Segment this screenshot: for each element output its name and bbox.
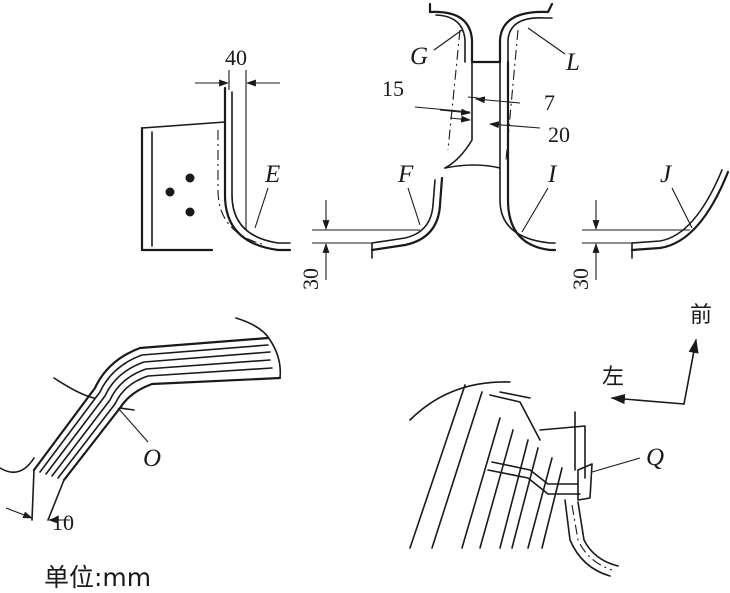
label-o: O — [143, 445, 161, 472]
rail-profile-e — [223, 86, 292, 252]
label-f: F — [397, 161, 414, 188]
section-e: 40 E — [140, 45, 292, 252]
bent-rail-outer — [32, 336, 270, 472]
dimension-20: 20 — [548, 122, 570, 147]
rail-profile-f — [370, 176, 444, 252]
dimension-15: 15 — [382, 76, 404, 101]
rail-profile-j — [630, 170, 730, 252]
left-arrow — [610, 394, 685, 405]
front-arrow — [683, 338, 699, 405]
dimension-40: 40 — [225, 45, 247, 70]
dimension-10: 10 — [52, 510, 74, 535]
section-center: 15 7 20 G L I — [382, 2, 580, 252]
dimension-30-left: 30 — [298, 268, 323, 290]
label-e: E — [264, 161, 280, 188]
label-i: I — [547, 161, 558, 188]
bolt-hole — [185, 207, 195, 217]
dimension-30-right: 30 — [568, 268, 593, 290]
unit-note: 单位:mm — [44, 563, 151, 592]
bolt-hole — [185, 173, 195, 183]
section-j: 30 J — [568, 161, 730, 290]
label-l: L — [565, 49, 580, 76]
panel-arc — [409, 381, 511, 421]
label-front: 前 — [690, 303, 712, 328]
section-f: 30 F — [298, 161, 444, 290]
top-profile — [428, 2, 554, 64]
section-q: Q — [409, 381, 664, 577]
direction-indicator: 前 左 — [602, 303, 712, 405]
dimension-7: 7 — [544, 90, 555, 115]
label-q: Q — [646, 444, 664, 471]
label-j: J — [660, 161, 673, 188]
label-g: G — [410, 43, 428, 70]
bolt-hole — [165, 187, 175, 197]
label-left: 左 — [602, 365, 624, 390]
section-o: 10 O — [0, 317, 282, 535]
bracket-outline — [140, 126, 214, 252]
